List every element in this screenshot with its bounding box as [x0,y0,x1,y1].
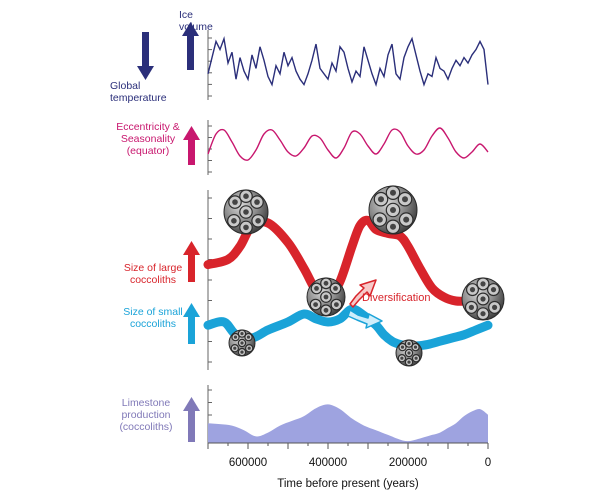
x-ticks: 600000 400000 200000 0 [207,443,491,469]
x-axis-title: Time before present (years) [277,478,419,490]
coccosphere-illustration [228,329,256,357]
panel-limestone [207,385,488,443]
large-size-arrow-up-icon [183,241,200,282]
eccentricity-arrow-up-icon [183,126,200,165]
diversification-arrow-down [347,309,383,329]
diversification-label: Diversification [362,292,431,304]
size-ticks [208,197,212,363]
global-temperature-arrow-down-icon [137,32,154,80]
x-tick-label: 600000 [229,457,267,469]
global-temperature-label: Global temperature [110,80,167,104]
indicator-arrows [137,22,200,442]
small-size-arrow-up-icon [183,303,200,344]
x-axis: 600000 400000 200000 0 [207,442,491,469]
large-coccolith-line [203,215,493,306]
panel-ice [207,30,489,100]
coccosphere-illustration [461,277,505,321]
coccosphere-illustration [306,277,346,317]
coccosphere-illustration [395,339,423,367]
coccosphere-illustrations [223,185,505,367]
size-small-label: Size of small coccoliths [123,306,183,330]
limestone-area [208,404,488,443]
limestone-arrow-up-icon [183,397,200,442]
size-large-label: Size of large coccoliths [123,262,183,286]
diversification-arrow-up [349,279,377,308]
x-tick-label: 200000 [389,457,427,469]
ice-volume-label: Ice volume [179,9,213,33]
x-tick-label: 400000 [309,457,347,469]
panel-eccentricity [207,120,489,175]
panel-coccolith-size [203,185,505,370]
x-tick-label: 0 [485,457,491,469]
eccentricity-line [207,127,489,161]
eccentricity-label: Eccentricity & Seasonality (equator) [116,121,180,157]
ecc-ticks [208,125,212,173]
ice-volume-arrow-up-icon [182,22,199,70]
coccosphere-illustration [368,185,418,235]
coccosphere-illustration [223,189,269,235]
ice-volume-line [207,35,489,87]
limestone-label: Limestone production (coccoliths) [119,397,173,433]
